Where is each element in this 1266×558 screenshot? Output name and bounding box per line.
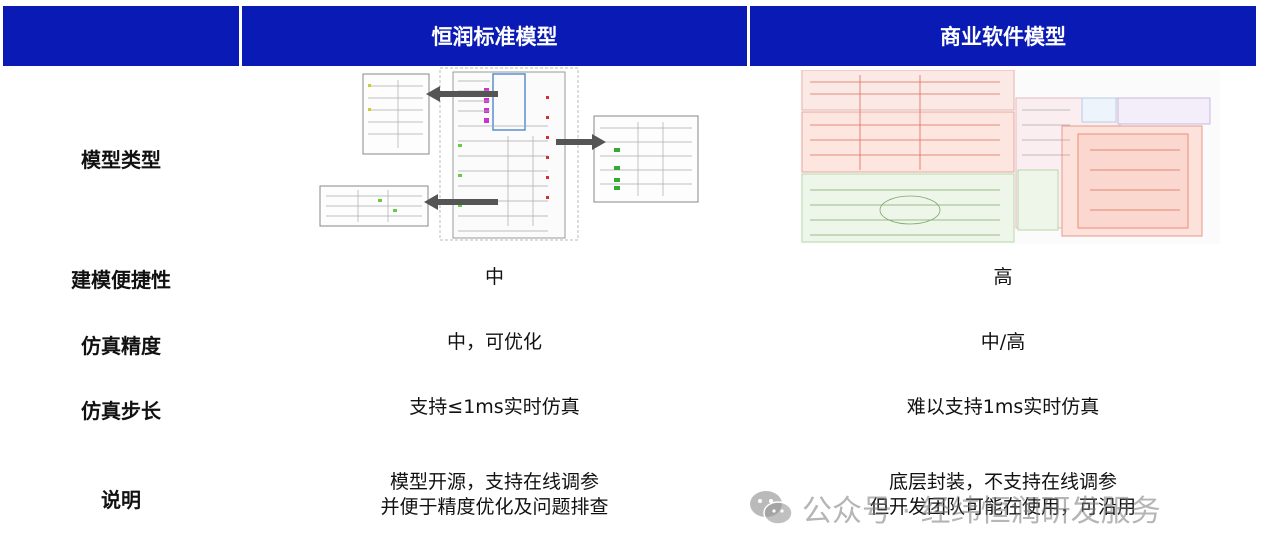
simulation-step-commercial: 难以支持1ms实时仿真: [906, 396, 1100, 418]
row-label-notes: 说明: [101, 488, 141, 512]
header-commercial-model: 商业软件模型: [750, 6, 1256, 66]
header-empty-cell: [3, 6, 239, 66]
notes-commercial-line2: 但开发团队可能在使用，可沿用: [869, 496, 1136, 518]
notes-commercial: 底层封装，不支持在线调参 但开发团队可能在使用，可沿用: [750, 470, 1256, 520]
modeling-convenience-commercial: 高: [993, 266, 1013, 288]
commercial-model-diagram: [800, 70, 1220, 244]
notes-standard-line2: 并便于精度优化及问题排查: [380, 496, 609, 518]
notes-standard: 模型开源，支持在线调参 并便于精度优化及问题排查: [242, 470, 747, 520]
simulation-accuracy-commercial: 中/高: [980, 331, 1026, 353]
row-label-simulation-step: 仿真步长: [81, 399, 161, 423]
notes-standard-line1: 模型开源，支持在线调参: [389, 471, 599, 493]
header-standard-model: 恒润标准模型: [242, 6, 747, 66]
standard-model-diagram: [319, 67, 699, 241]
simulation-step-standard: 支持≤1ms实时仿真: [409, 396, 580, 418]
row-label-simulation-accuracy: 仿真精度: [81, 334, 161, 358]
modeling-convenience-standard: 中: [484, 266, 504, 288]
row-label-model-type: 模型类型: [81, 148, 161, 172]
notes-commercial-line1: 底层封装，不支持在线调参: [888, 471, 1117, 493]
simulation-accuracy-standard: 中，可优化: [446, 331, 542, 353]
row-label-modeling-convenience: 建模便捷性: [71, 268, 171, 292]
